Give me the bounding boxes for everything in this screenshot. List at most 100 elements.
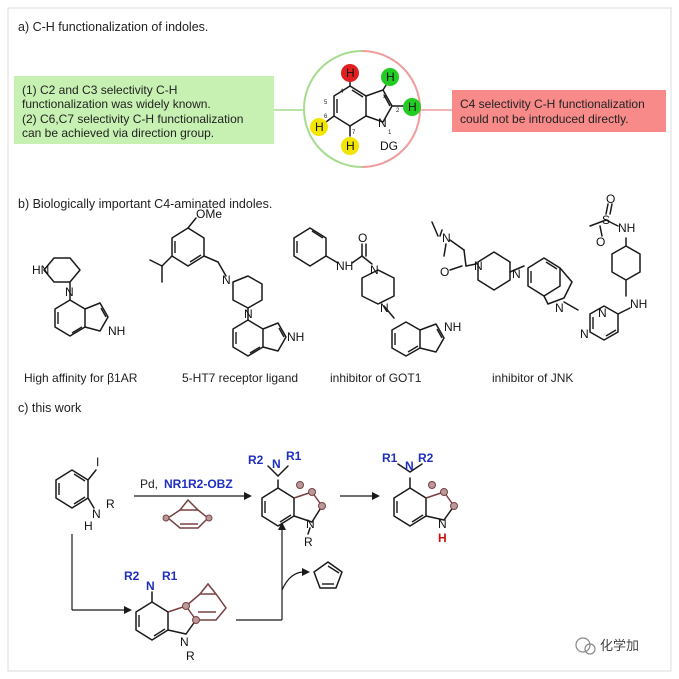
green-box-line2: functionalization was widely known.	[22, 97, 211, 111]
circle-left-arc	[303, 50, 363, 168]
intermediate-bottom	[135, 582, 227, 641]
molecule-b1	[43, 257, 109, 337]
b3-n1: N	[370, 263, 379, 277]
dg-label: DG	[380, 139, 398, 153]
h-c3-circle	[381, 68, 399, 86]
b2-n2: N	[244, 307, 253, 321]
b4-o2: O	[596, 235, 605, 249]
figure-frame	[7, 7, 672, 672]
pos-2: 2	[396, 108, 400, 114]
pos-7: 7	[352, 130, 356, 136]
cyclopentadiene	[313, 561, 343, 589]
green-box-line4: can be achieved via direction group.	[22, 126, 214, 140]
b3-nh: NH	[336, 259, 353, 273]
caption-b4: inhibitor of JNK	[492, 371, 573, 385]
b3-n2: N	[380, 301, 389, 315]
reagent-amine: NR1R2-OBZ	[164, 477, 233, 491]
start-r: R	[106, 497, 115, 511]
h-c4-circle	[341, 64, 359, 82]
arrow-curve	[281, 571, 305, 591]
h-label-c6: H	[315, 120, 324, 134]
pos-1: 1	[388, 130, 392, 136]
green-info-box	[14, 76, 274, 144]
b4-o1: O	[606, 192, 615, 206]
b3-nh2: NH	[444, 320, 461, 334]
indole-n-label: N	[378, 116, 387, 130]
int-bottom-r2: R2	[124, 569, 140, 583]
red-box-line1: C4 selectivity C-H functionalization	[460, 97, 645, 111]
int-bottom-r: R	[186, 649, 195, 663]
b4-n-pyr1: N	[598, 306, 607, 320]
intermediate-top	[261, 465, 326, 535]
h-c6-circle	[310, 118, 328, 136]
reagent-pd: Pd,	[140, 477, 158, 491]
h-label-c2: H	[408, 100, 417, 114]
b2-nh: NH	[287, 330, 304, 344]
b4-n-dimethyl: N	[442, 231, 451, 245]
final-product	[393, 463, 458, 527]
arrow-step1-head	[244, 492, 252, 500]
int-bottom-n: N	[146, 579, 155, 593]
start-material	[55, 469, 97, 509]
product-ring-n: N	[438, 517, 447, 531]
b4-o: O	[440, 265, 449, 279]
molecule-b4	[431, 203, 641, 341]
watermark-text: 化学加	[600, 638, 639, 654]
b4-n-pip2: N	[512, 267, 521, 281]
start-i: I	[96, 455, 99, 469]
product-n: N	[405, 459, 414, 473]
section-b-heading: b) Biologically important C4-aminated in…	[18, 197, 272, 211]
int-top-ring-n: N	[306, 517, 315, 531]
start-n: N	[92, 507, 101, 521]
caption-b1: High affinity for β1AR	[24, 371, 138, 385]
red-info-box	[452, 90, 666, 132]
arrow-step2-head	[372, 492, 380, 500]
b2-ome: OMe	[196, 207, 222, 221]
int-bottom-r1: R1	[162, 569, 178, 583]
molecule-b3	[293, 227, 445, 357]
product-h: H	[438, 531, 447, 545]
h-c2-circle	[403, 98, 421, 116]
norbornene-reagent	[162, 498, 213, 529]
wechat-icon	[575, 637, 591, 653]
green-box-line3: (2) C6,C7 selectivity C-H functionalizat…	[22, 112, 243, 126]
green-box-line1: (1) C2 and C3 selectivity C-H	[22, 83, 177, 97]
pos-3: 3	[383, 94, 387, 100]
arrow-right-bottom-head	[124, 606, 132, 614]
h-label-c7: H	[346, 139, 355, 153]
b4-n-pip1: N	[474, 259, 483, 273]
b4-s: S	[602, 213, 610, 227]
b1-nh: NH	[108, 324, 125, 338]
h-c7-circle	[341, 137, 359, 155]
arrow-curve-head	[302, 568, 310, 576]
h-label-c4: H	[346, 66, 355, 80]
b2-n1: N	[222, 273, 231, 287]
product-r2: R2	[418, 451, 434, 465]
molecule-b2	[149, 217, 287, 357]
pos-6: 6	[324, 114, 328, 120]
pos-4: 4	[340, 89, 344, 95]
int-bottom-ring-n: N	[180, 635, 189, 649]
b4-n-pyr2: N	[580, 327, 589, 341]
pos-5: 5	[324, 100, 328, 106]
arrow-up-head	[278, 522, 286, 530]
start-h: H	[84, 519, 93, 533]
product-r1: R1	[382, 451, 398, 465]
int-top-r: R	[304, 535, 313, 549]
b1-n: N	[65, 285, 74, 299]
b4-nh-sulf: NH	[618, 221, 635, 235]
int-top-n: N	[272, 457, 281, 471]
caption-b3: inhibitor of GOT1	[330, 371, 422, 385]
b4-n-indole: N	[555, 301, 564, 315]
b4-nh-link: NH	[630, 297, 647, 311]
indole-core-a	[325, 77, 405, 137]
int-top-r1: R1	[286, 449, 302, 463]
watermark: 化学加	[575, 637, 639, 655]
red-box-line2: could not be introduced directly.	[460, 112, 629, 126]
b3-o: O	[358, 231, 367, 245]
int-top-r2: R2	[248, 453, 264, 467]
caption-b2: 5-HT7 receptor ligand	[182, 371, 298, 385]
h-label-c3: H	[386, 70, 395, 84]
